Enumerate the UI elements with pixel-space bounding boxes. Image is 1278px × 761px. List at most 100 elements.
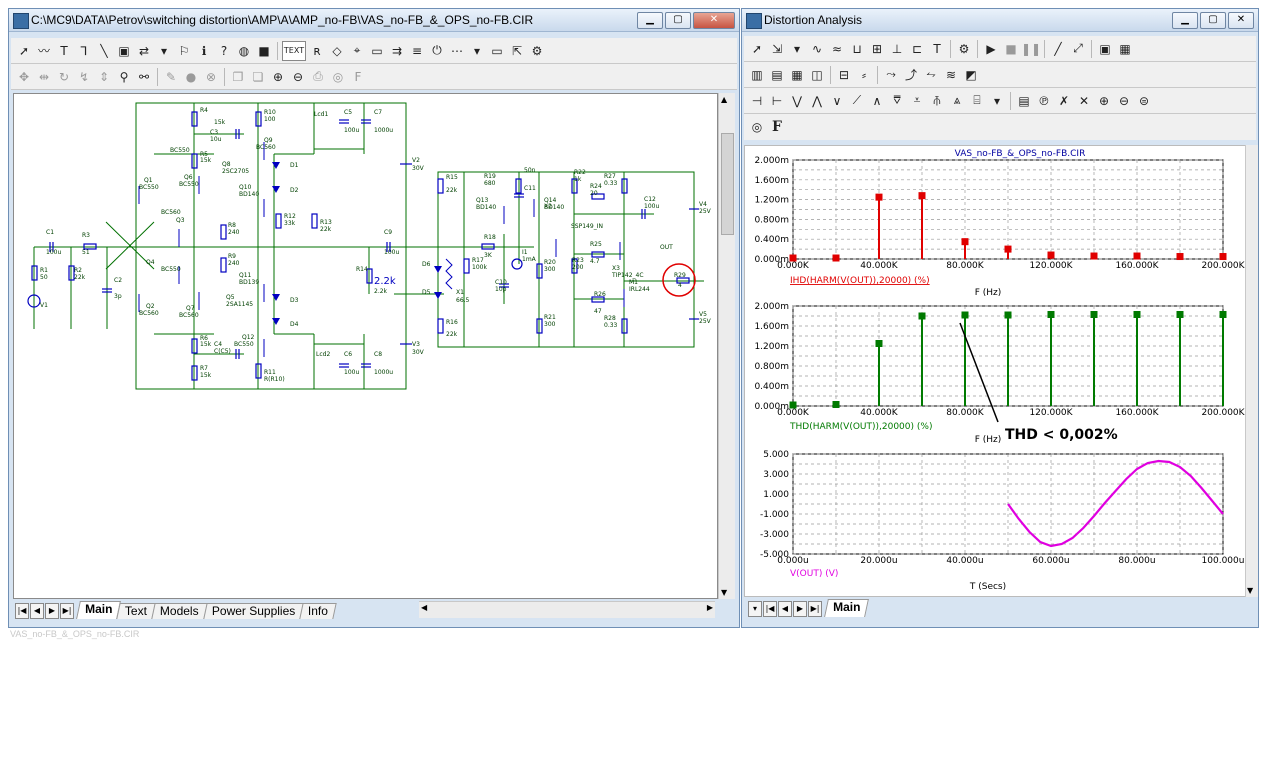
grid-major-icon[interactable]: ◫ — [811, 67, 823, 82]
analysis-tab-main[interactable]: Main — [824, 599, 870, 617]
hist-icon[interactable]: ⊔ — [852, 41, 862, 56]
rubberband-icon[interactable]: ≡ — [411, 43, 423, 58]
cursor-left-icon[interactable]: ⤳ — [886, 67, 896, 81]
dropdown-arrow-icon[interactable]: ▾ — [993, 93, 1001, 108]
scope-icon[interactable]: ◩ — [965, 67, 977, 82]
analysis-maximize-button[interactable]: ▢ — [1200, 12, 1226, 29]
minimize-button[interactable]: ▁ — [637, 12, 663, 29]
x-scale-icon[interactable]: ✗ — [1058, 93, 1070, 108]
alert-icon[interactable]: ● — [185, 69, 197, 84]
print-icon[interactable]: ⎙ — [313, 69, 323, 83]
select-arrow-icon[interactable]: ➚ — [18, 43, 30, 58]
wave-icon[interactable]: ≋ — [945, 67, 957, 82]
cursor-peak-icon[interactable]: ⥊ — [926, 67, 936, 81]
scroll-up-icon[interactable]: ▲ — [721, 95, 728, 104]
palette-icon[interactable]: ◎ — [751, 120, 763, 134]
properties-icon[interactable]: ⚙ — [531, 43, 543, 58]
zoom-in-icon[interactable]: ⊕ — [1098, 93, 1110, 108]
first-tab-icon[interactable]: |◀ — [763, 601, 777, 617]
dropdown-arrow-icon[interactable]: ▾ — [793, 41, 801, 56]
wire-elbow-icon[interactable]: ⅂ — [80, 43, 88, 58]
tab-power-supplies[interactable]: Power Supplies — [203, 603, 305, 619]
vertical-scroll-thumb[interactable] — [721, 133, 734, 235]
grid-minor-icon[interactable]: ▦ — [791, 67, 803, 82]
zoom-out-icon[interactable]: ⊖ — [1118, 93, 1130, 108]
prev-tab-icon[interactable]: ◀ — [30, 603, 44, 619]
on-off-icon[interactable]: ⏻ — [432, 43, 442, 57]
pin-icon[interactable]: ◇ — [332, 43, 342, 58]
first-tab-icon[interactable]: |◀ — [15, 603, 29, 619]
select-arrow-icon[interactable]: ➚ — [751, 41, 763, 56]
chart-icon[interactable]: ⊞ — [871, 41, 883, 56]
cursor-mode-icon[interactable]: ⇱ — [511, 43, 523, 58]
ic-icon[interactable]: ▭ — [371, 43, 383, 58]
grid-icon[interactable]: ⋯ — [451, 43, 463, 58]
global-high-icon[interactable]: ⩓ — [953, 93, 961, 107]
waveform-icon[interactable]: ∿ — [811, 41, 823, 56]
plot-step-icon[interactable]: ⸗ — [862, 67, 866, 82]
line-icon[interactable]: ╱ — [1054, 41, 1062, 56]
line-scale-icon[interactable]: ⤢ — [1073, 41, 1083, 55]
plot-box-icon[interactable]: ⊟ — [838, 67, 850, 82]
axis-icon[interactable]: ⊥ — [891, 41, 903, 56]
font-icon[interactable]: F — [772, 119, 782, 135]
slope-icon[interactable]: ⟋ — [852, 93, 862, 107]
copy-icon[interactable]: ❐ — [232, 69, 244, 84]
scroll-right-icon[interactable]: ▶ — [706, 603, 713, 612]
peak-next-icon[interactable]: ∧ — [872, 93, 882, 108]
flip-icon[interactable]: ⇄ — [138, 43, 150, 58]
cursor-right-icon[interactable]: ⤴ — [904, 68, 917, 82]
node-icon[interactable]: ⌖ — [353, 43, 361, 57]
grid-icon[interactable]: ▦ — [1119, 41, 1131, 56]
low-icon[interactable]: ⩢ — [893, 93, 901, 107]
run-icon[interactable]: ▶ — [986, 41, 996, 56]
flag-icon[interactable]: ⚐ — [178, 43, 190, 58]
line-icon[interactable]: ╲ — [100, 43, 108, 58]
font-icon[interactable]: F — [354, 69, 362, 84]
dropdown-arrow-icon[interactable]: ▾ — [473, 43, 481, 58]
globe-icon[interactable]: ◍ — [238, 43, 250, 58]
grid-fine-icon[interactable]: ▥ — [751, 67, 763, 82]
scale-icon[interactable]: ⇲ — [771, 41, 783, 56]
grid-icon[interactable]: ▤ — [771, 67, 783, 82]
zoom-in-icon[interactable]: ⊕ — [272, 69, 284, 84]
analysis-vertical-scrollbar[interactable]: ▼ — [1245, 145, 1258, 597]
rotate-icon[interactable]: ↻ — [58, 69, 70, 84]
scroll-left-icon[interactable]: ◀ — [421, 603, 428, 612]
pause-icon[interactable]: ❚❚ — [1020, 41, 1042, 56]
tab-main[interactable]: Main — [76, 601, 122, 619]
find-icon[interactable]: ⚲ — [119, 69, 129, 84]
text-tool-icon[interactable]: T — [933, 41, 941, 56]
close-button[interactable]: ✕ — [693, 12, 735, 29]
text-toggle-button[interactable]: TEXT — [282, 40, 306, 61]
cancel-icon[interactable]: ⊗ — [205, 69, 217, 84]
schematic-vertical-scrollbar[interactable]: ▲ ▼ — [718, 93, 735, 599]
help-icon[interactable]: ? — [220, 43, 228, 58]
zoom-fit-icon[interactable]: ⊜ — [1138, 93, 1150, 108]
tab-info[interactable]: Info — [299, 603, 338, 619]
point-tag-icon[interactable]: ℗ — [1038, 93, 1050, 108]
zoom-out-icon[interactable]: ⊖ — [292, 69, 304, 84]
flip-vertical-icon[interactable]: ⇕ — [98, 69, 110, 84]
analysis-title-bar[interactable]: Distortion Analysis ▁ ▢ ✕ — [742, 9, 1258, 32]
peak-left-icon[interactable]: ⊣ — [751, 93, 763, 108]
window-icon[interactable]: ▣ — [1099, 41, 1111, 56]
analysis-dropdown-icon[interactable]: ▾ — [748, 601, 762, 617]
analysis-minimize-button[interactable]: ▁ — [1172, 12, 1198, 29]
maximize-button[interactable]: ▢ — [665, 12, 691, 29]
wire-icon[interactable]: 〰 — [37, 44, 50, 58]
stop-icon[interactable]: ■ — [258, 43, 270, 58]
attribute-icon[interactable]: ʀ — [313, 43, 321, 58]
scroll-down-icon[interactable]: ▼ — [1247, 586, 1254, 595]
text-tool-icon[interactable]: T — [60, 43, 68, 58]
peak-icon[interactable]: ⋀ — [812, 93, 822, 108]
dropdown-arrow-icon[interactable]: ▾ — [160, 43, 168, 58]
tab-text[interactable]: Text — [116, 603, 157, 619]
mirror-icon[interactable]: ⇹ — [38, 69, 50, 84]
valley-next-icon[interactable]: ∨ — [832, 93, 842, 108]
high-icon[interactable]: ⩡ — [913, 93, 921, 107]
edit-icon[interactable]: ✎ — [165, 69, 177, 84]
analysis-close-button[interactable]: ✕ — [1228, 12, 1254, 29]
tab-models[interactable]: Models — [151, 603, 208, 619]
binoculars-icon[interactable]: ⚯ — [138, 69, 150, 84]
